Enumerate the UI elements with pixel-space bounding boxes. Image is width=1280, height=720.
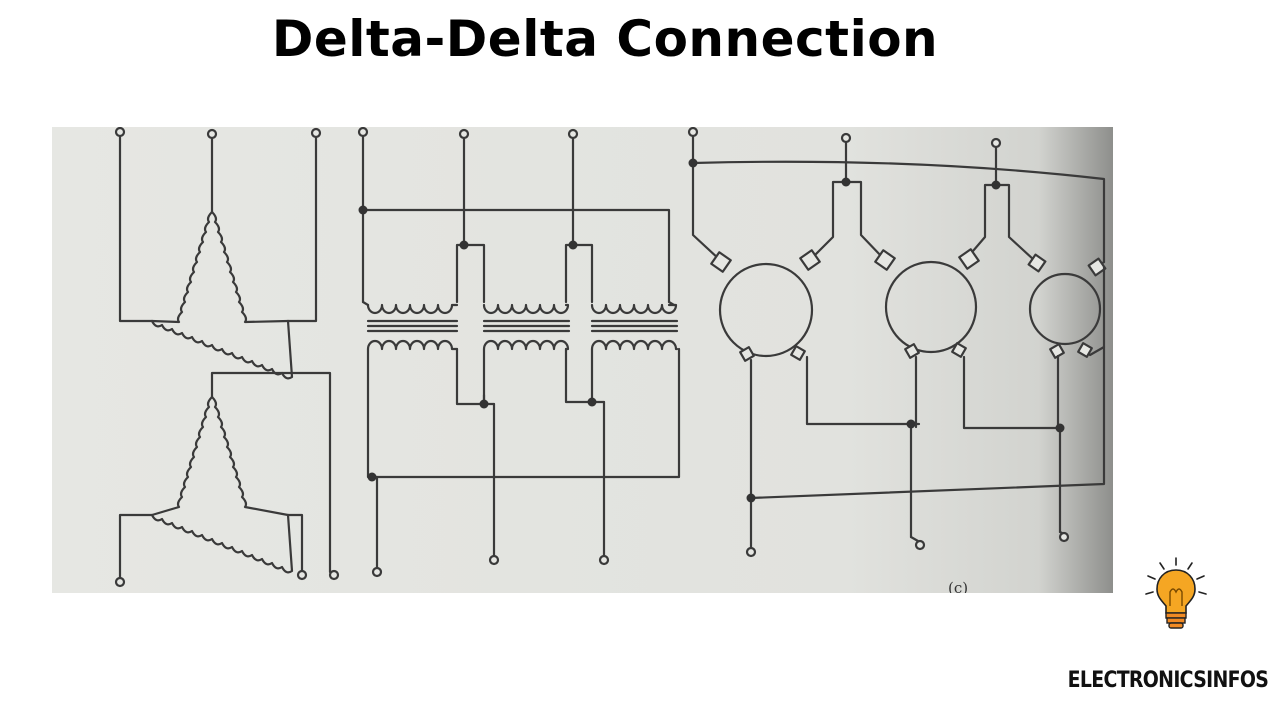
machine-3: [1028, 272, 1102, 346]
terminal: [310, 127, 322, 139]
secondary-delta-winding: [114, 371, 340, 588]
machine-2: [884, 260, 978, 354]
lightbulb-icon: [1145, 557, 1207, 629]
figure-caption: (c): [948, 579, 968, 593]
terminal: [114, 576, 126, 588]
brand-name: ELECTRONICSINFOS: [1067, 668, 1268, 693]
delta-delta-diagram: (c): [52, 127, 1113, 593]
terminal: [206, 128, 218, 140]
junction-dots: [358, 158, 1065, 503]
terminal: [296, 569, 308, 581]
terminal: [371, 566, 383, 578]
terminal: [598, 554, 610, 566]
transformer-bank: [357, 127, 681, 578]
page-title: Delta-Delta Connection: [271, 10, 939, 68]
terminal: [745, 546, 757, 558]
terminal: [328, 569, 340, 581]
terminal: [567, 128, 579, 140]
terminal: [357, 127, 369, 138]
primary-delta-winding: [114, 127, 322, 380]
terminal: [687, 127, 699, 138]
terminal: [1058, 531, 1070, 543]
terminal: [114, 127, 126, 138]
paper-background: [52, 127, 1113, 593]
terminal: [840, 132, 852, 144]
terminal: [458, 128, 470, 140]
terminal: [488, 554, 500, 566]
machine-bank: [687, 127, 1107, 558]
machine-1: [718, 262, 814, 358]
terminal: [990, 137, 1002, 149]
terminal: [914, 539, 926, 551]
